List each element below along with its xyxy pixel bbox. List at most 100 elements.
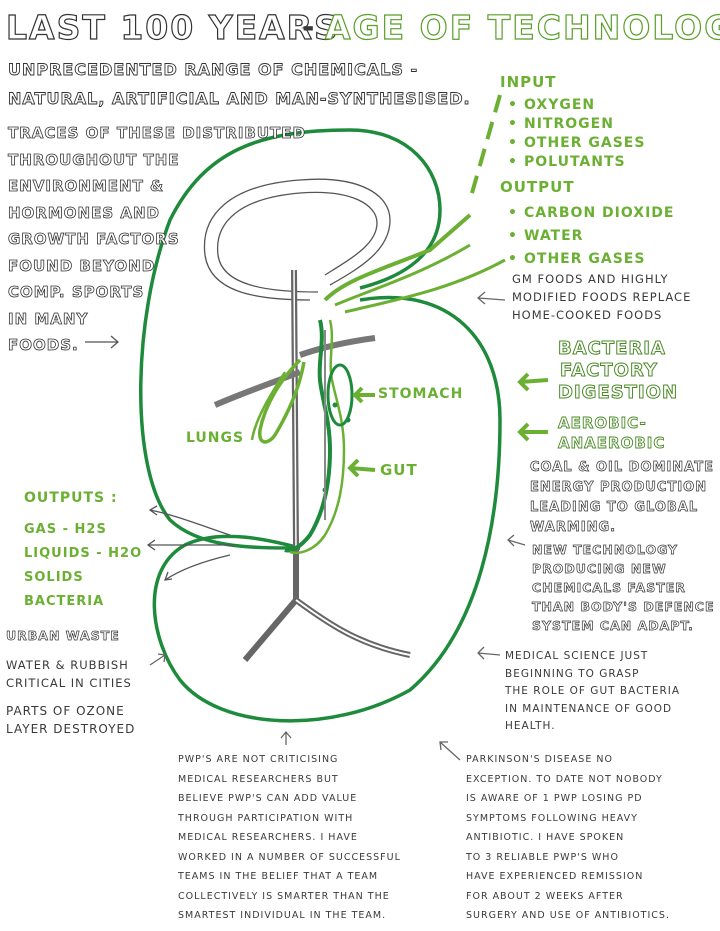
medical-line: MEDICAL SCIENCE JUST — [505, 650, 649, 662]
pwp-line: MEDICAL RESEARCHERS BUT — [178, 773, 339, 785]
gut-label: GUT — [380, 461, 418, 479]
lung-left-2 — [250, 371, 287, 441]
traces-line: FOODS. — [8, 336, 79, 355]
bacteria-factory: BACTERIA FACTORY DIGESTION — [557, 338, 679, 404]
pwp-line: THROUGH PARTICIPATION WITH — [178, 812, 354, 824]
new-tech-line: CHEMICALS FASTER — [532, 580, 686, 596]
output-arrow-2 — [146, 539, 235, 551]
leg-left — [242, 598, 299, 662]
urban-note: URBAN WASTE — [6, 628, 120, 644]
coal-note: COAL & OIL DOMINATE ENERGY PRODUCTION LE… — [530, 458, 714, 538]
medical-line: HEALTH. — [505, 720, 556, 732]
output-item: OTHER GASES — [508, 248, 674, 271]
pwp-line: PWP'S ARE NOT CRITICISING — [178, 754, 339, 765]
title-dash: - — [302, 10, 316, 45]
output-arrow-1 — [148, 505, 231, 536]
bacteria-line: DIGESTION — [557, 382, 679, 404]
gm-line: HOME-COOKED FOODS — [512, 308, 663, 322]
bacteria-arrow — [517, 372, 549, 392]
pwp-note: PWP'S ARE NOT CRITICISING MEDICAL RESEAR… — [178, 750, 401, 926]
coal-line: ENERGY PRODUCTION — [530, 480, 708, 496]
right-arm — [299, 335, 376, 358]
new-tech-note: NEW TECHNOLOGY PRODUCING NEW CHEMICALS F… — [532, 540, 715, 635]
traces-line: GROWTH FACTORS — [8, 230, 180, 249]
pwp-line: COLLECTIVELY IS SMARTER THAN THE — [178, 890, 390, 902]
input-item: OTHER GASES — [508, 134, 645, 153]
traces-line: ENVIRONMENT & — [8, 177, 165, 196]
coal-line: WARMING. — [530, 520, 617, 536]
outputs-heading: OUTPUTS : — [24, 490, 118, 506]
ozone-line: PARTS OF OZONE — [6, 704, 125, 718]
parkinsons-line: IS AWARE OF 1 PWP LOSING PD — [466, 793, 643, 804]
traces-line: THROUGHOUT THE — [8, 150, 180, 169]
gut-tube-inner — [289, 319, 346, 554]
leg-right — [294, 597, 411, 658]
traces-line: FOUND BEYOND — [8, 256, 156, 275]
parkinsons-line: SYMPTOMS FOLLOWING HEAVY — [466, 812, 638, 824]
foods-arrow — [85, 335, 119, 349]
output-heading: OUTPUT — [500, 178, 575, 196]
bacteria-line: BACTERIA — [557, 338, 666, 360]
traces-line: IN MANY — [8, 309, 89, 328]
medical-arrow — [477, 646, 501, 660]
spine-highlight — [293, 269, 297, 549]
lung-left — [258, 358, 306, 444]
airway-3 — [344, 258, 506, 314]
ozone-note: PARTS OF OZONE LAYER DESTROYED — [6, 702, 135, 738]
stomach-shape — [326, 363, 354, 427]
output-item: WATER — [508, 225, 674, 248]
medical-note: MEDICAL SCIENCE JUST BEGINNING TO GRASP … — [505, 648, 680, 736]
pwp-line: BELIEVE PWP'S CAN ADD VALUE — [178, 793, 358, 804]
medical-line: IN MAINTENANCE OF GOOD — [505, 702, 673, 715]
intro-line-1: UNPRECEDENTED RANGE OF CHEMICALS - — [8, 60, 419, 80]
nasal-passage — [203, 178, 391, 301]
stomach-label: STOMACH — [378, 386, 464, 402]
traces-line: HORMONES AND — [8, 203, 160, 222]
lungs-label: LUNGS — [186, 430, 245, 446]
input-item: NITROGEN — [508, 115, 645, 134]
traces-note: TRACES OF THESE DISTRIBUTED THROUGHOUT T… — [8, 120, 306, 359]
parkinsons-line: ANTIBIOTIC. I HAVE SPOKEN — [466, 832, 625, 843]
outputs-item: GAS - H2S — [24, 522, 107, 537]
parkinsons-line: PARKINSON'S DISEASE NO — [466, 754, 613, 765]
left-arm — [213, 369, 302, 408]
water-line: WATER & RUBBISH — [6, 658, 129, 672]
input-arrow-dash — [468, 94, 502, 201]
medical-line: BEGINNING TO GRASP — [505, 667, 640, 680]
coal-line: COAL & OIL DOMINATE — [530, 460, 714, 476]
aerobic-line: ANAEROBIC — [558, 434, 666, 453]
parkinsons-line: TO 3 RELIABLE PWP'S WHO — [466, 851, 619, 863]
stomach-arrow — [352, 386, 375, 404]
water-line: CRITICAL IN CITIES — [6, 676, 132, 690]
parkinson-arrow — [439, 741, 461, 761]
traces-line: COMP. SPORTS — [8, 283, 145, 302]
output-list: CARBON DIOXIDE WATER OTHER GASES — [508, 202, 674, 271]
input-list: OXYGEN NITROGEN OTHER GASES POLUTANTS — [508, 96, 645, 172]
title-right: AGE OF TECHNOLOGY — [324, 7, 720, 47]
gm-line: GM FOODS AND HIGHLY — [512, 272, 669, 286]
outputs-item: BACTERIA — [24, 594, 105, 609]
aerobic-line: AEROBIC- — [558, 414, 647, 433]
ozone-line: LAYER DESTROYED — [6, 722, 136, 736]
parkinsons-line: FOR ABOUT 2 WEEKS AFTER — [466, 890, 624, 902]
urban-arrow — [149, 653, 166, 666]
aerobic-label: AEROBIC- ANAEROBIC — [558, 413, 665, 453]
new-tech-line: THAN BODY'S DEFENCE — [532, 599, 715, 615]
input-heading: INPUT — [500, 73, 557, 91]
pwp-line: WORKED IN A NUMBER OF SUCCESSFUL — [178, 851, 401, 863]
bacteria-line: FACTORY — [559, 360, 658, 382]
leg-right-inner — [295, 599, 411, 656]
output-item: CARBON DIOXIDE — [508, 202, 674, 225]
airway-1 — [323, 213, 472, 302]
aerobic-arrow — [517, 422, 548, 442]
input-item: OXYGEN — [508, 96, 645, 115]
parkinsons-line: EXCEPTION. TO DATE NOT NOBODY — [466, 773, 663, 785]
parkinsons-line: SURGERY AND USE OF ANTIBIOTICS. — [466, 910, 670, 921]
gm-line: MODIFIED FOODS REPLACE — [512, 290, 692, 304]
parkinsons-line: HAVE EXPERIENCED REMISSION — [466, 871, 644, 882]
nasal-passage-inner — [216, 191, 378, 293]
gut-arrow — [347, 458, 376, 478]
pwp-line: TEAMS IN THE BELIEF THAT A TEAM — [178, 871, 379, 882]
